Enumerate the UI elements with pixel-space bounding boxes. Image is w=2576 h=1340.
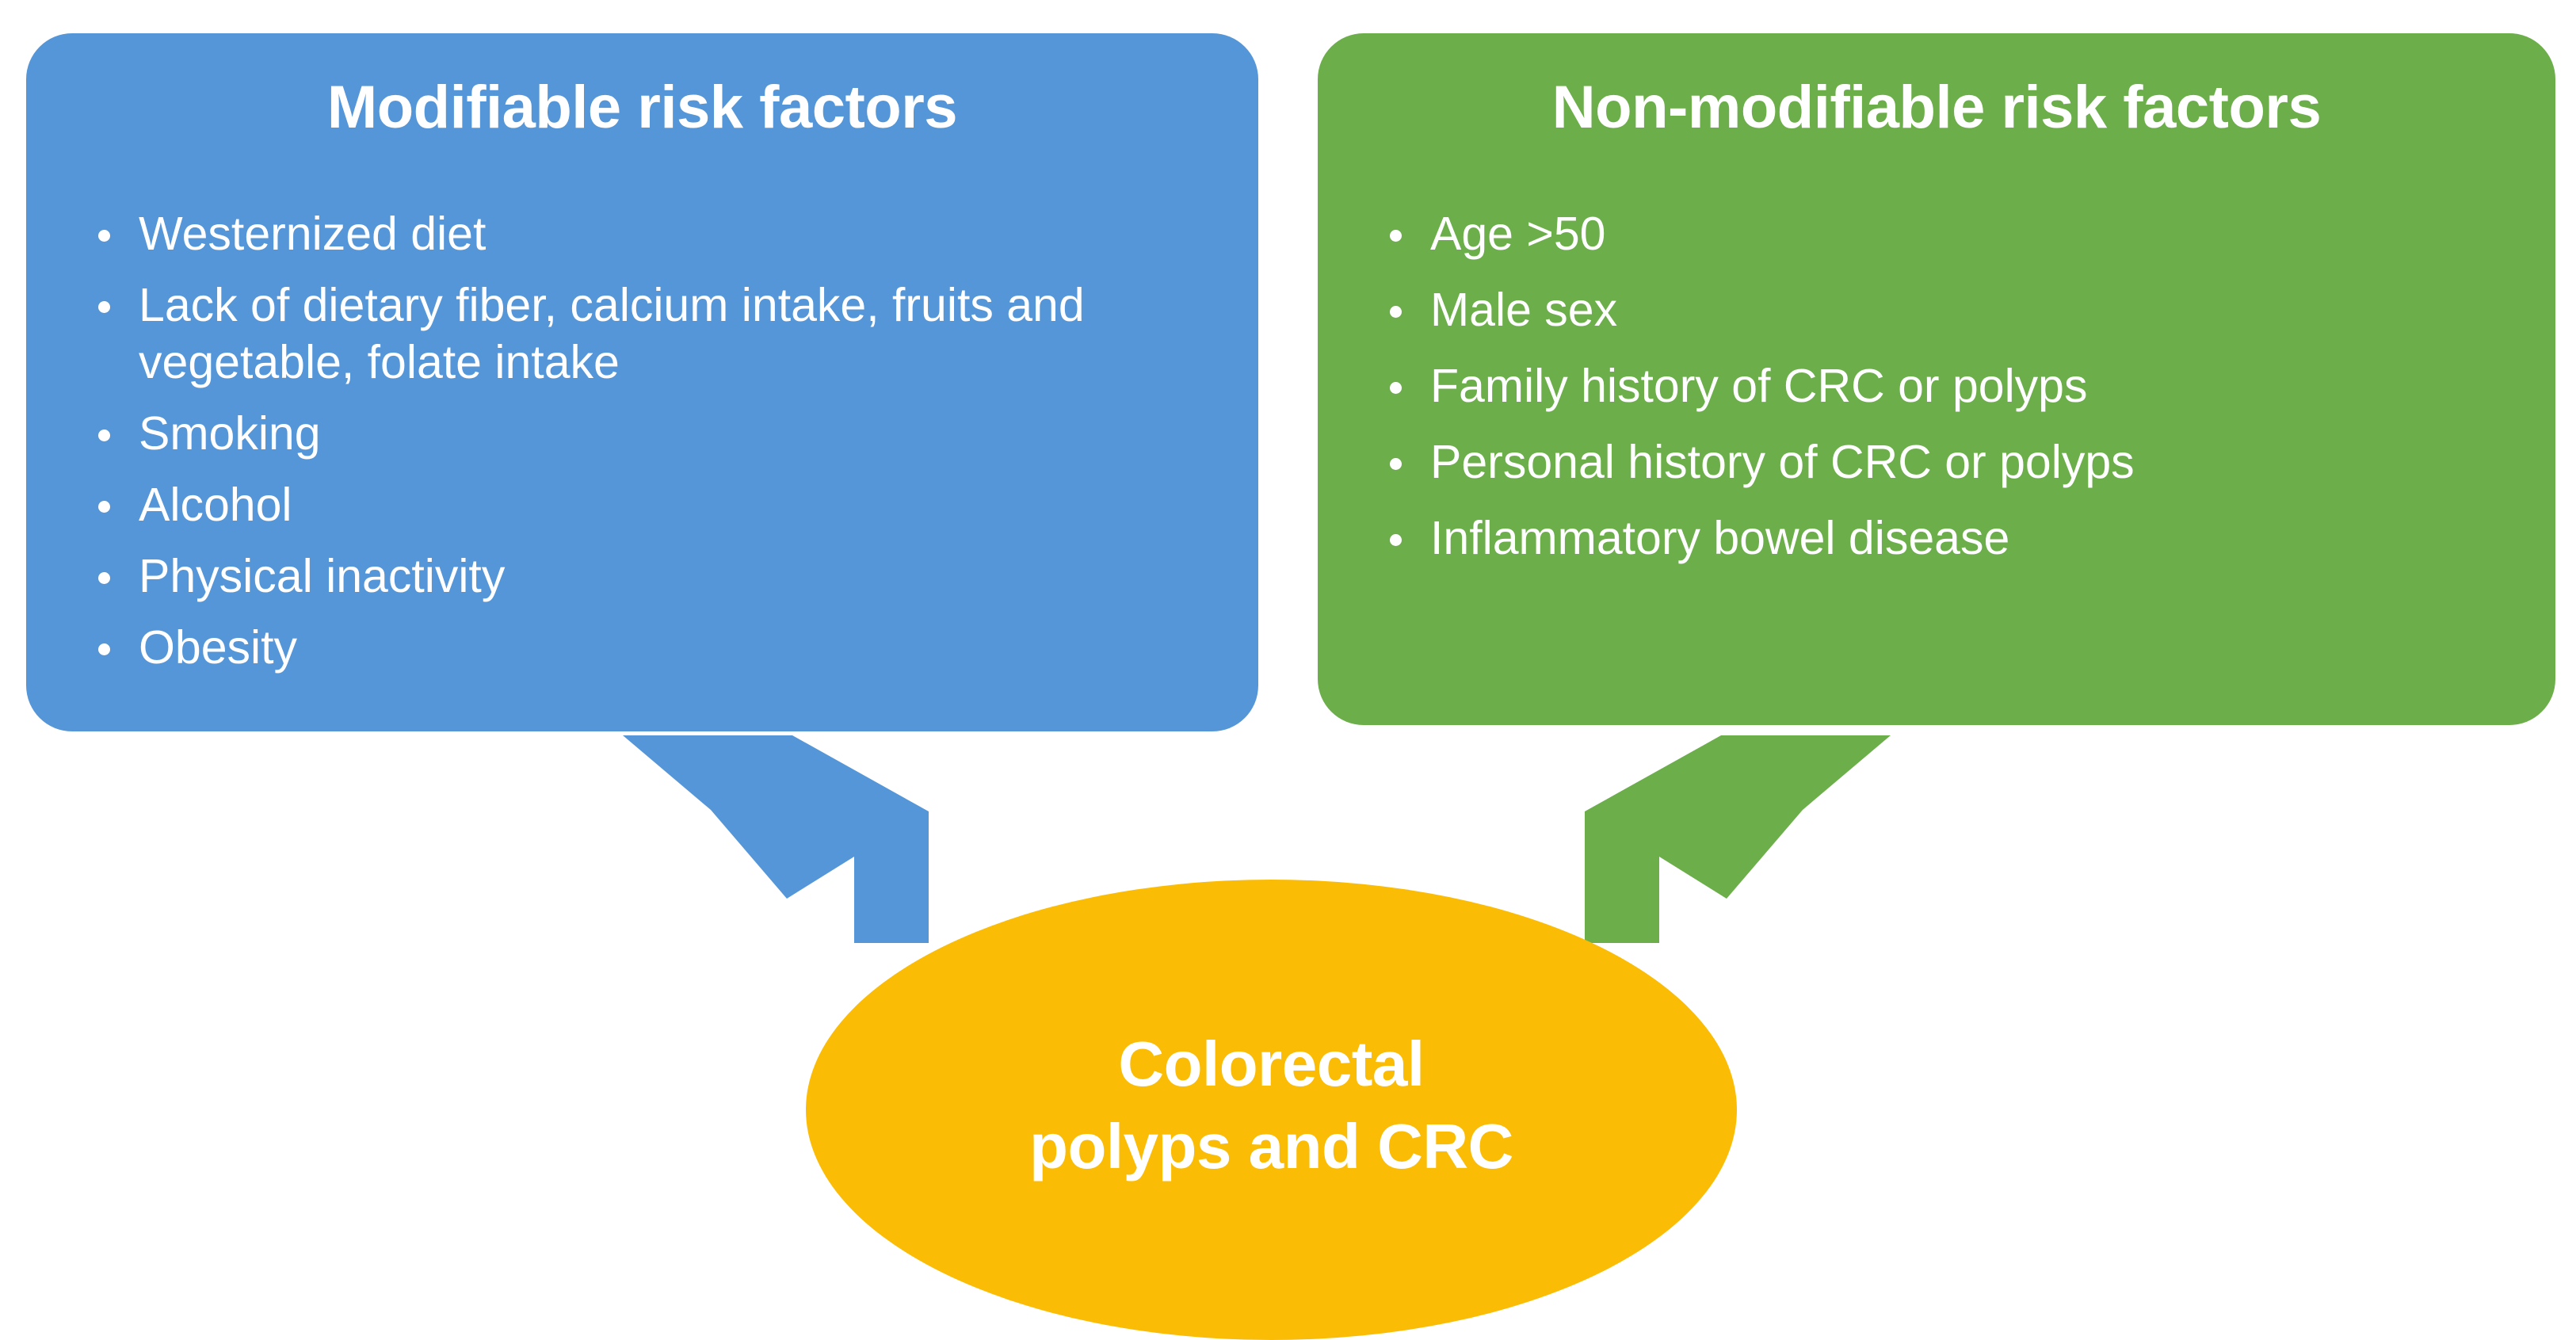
list-item: Lack of dietary fiber, calcium intake, f…	[63, 277, 1219, 391]
modifiable-panel-title: Modifiable risk factors	[326, 74, 958, 141]
outcome-label: Colorectal polyps and CRC	[1029, 1028, 1513, 1182]
non-modifiable-risk-factors-panel: Non-modifiable risk factors Age >50 Male…	[1318, 33, 2555, 725]
list-item: Male sex	[1354, 282, 2519, 339]
blue-down-right-arrow-icon	[623, 735, 929, 943]
green-down-left-arrow-icon	[1585, 735, 1891, 943]
list-item: Inflammatory bowel disease	[1354, 510, 2519, 567]
list-item: Personal history of CRC or polyps	[1354, 434, 2519, 491]
list-item: Family history of CRC or polyps	[1354, 358, 2519, 415]
list-item: Smoking	[63, 406, 1219, 463]
list-item: Alcohol	[63, 477, 1219, 534]
list-item: Physical inactivity	[63, 548, 1219, 605]
list-item: Obesity	[63, 620, 1219, 677]
list-item: Westernized diet	[63, 206, 1219, 263]
list-item: Age >50	[1354, 206, 2519, 263]
modifiable-risk-factors-panel: Modifiable risk factors Westernized diet…	[26, 33, 1258, 731]
non-modifiable-bullet-list: Age >50 Male sex Family history of CRC o…	[1354, 206, 2519, 586]
non-modifiable-panel-title: Non-modifiable risk factors	[1551, 74, 2322, 141]
modifiable-bullet-list: Westernized diet Lack of dietary fiber, …	[63, 206, 1219, 691]
outcome-ellipse: Colorectal polyps and CRC	[806, 880, 1737, 1340]
